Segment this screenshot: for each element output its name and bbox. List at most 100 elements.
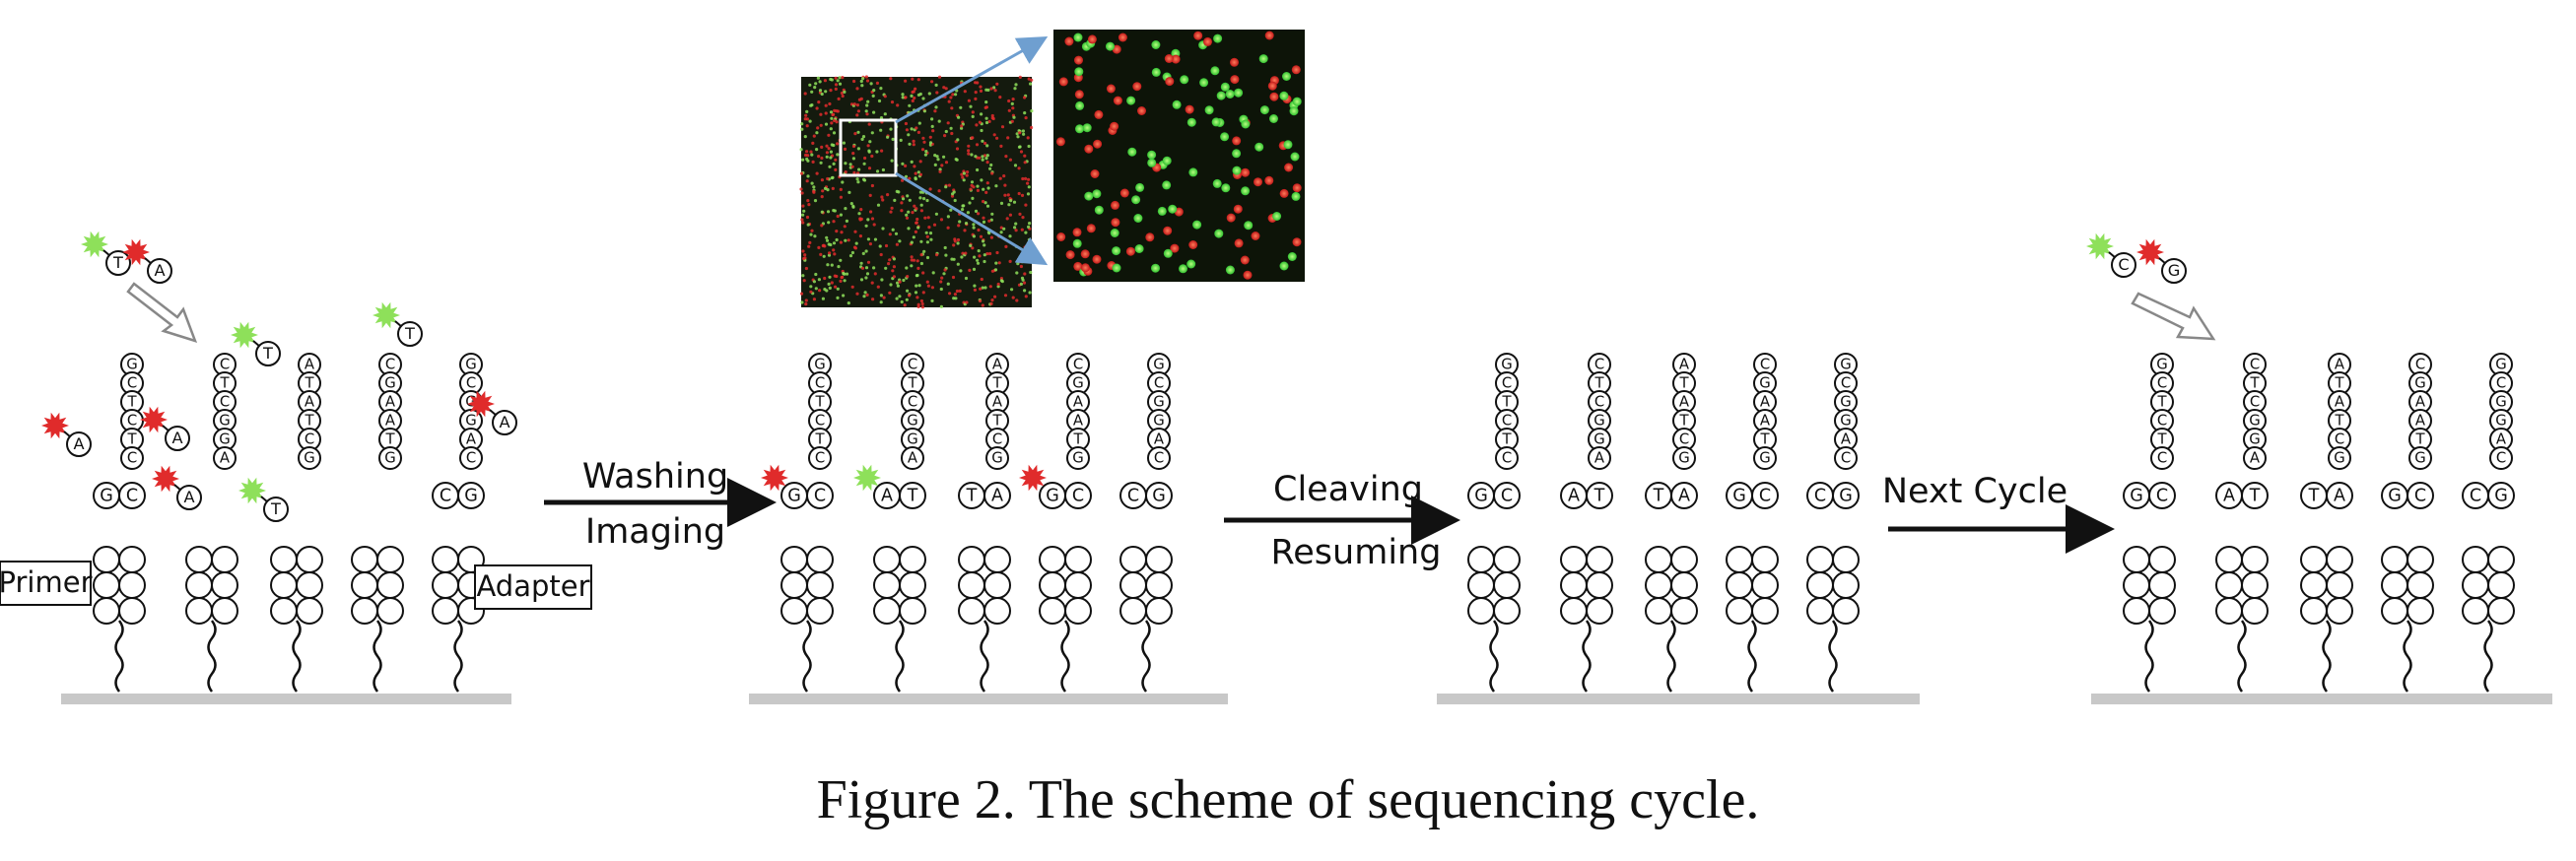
primer-base: C xyxy=(1119,482,1147,509)
dye-red-icon xyxy=(2136,238,2164,266)
linker-squiggle xyxy=(1489,620,1499,693)
fluorescence-spot xyxy=(828,251,832,255)
fluorescence-spot xyxy=(942,86,946,90)
base-letter: G xyxy=(1593,412,1605,430)
pair-base: G xyxy=(2487,482,2515,509)
fluorescence-spot xyxy=(915,296,919,299)
fluorescence-spot xyxy=(982,239,985,243)
template-base: A xyxy=(2243,446,2267,470)
surface-bar-4 xyxy=(2091,694,2552,704)
fluorescence-spot xyxy=(984,120,989,125)
base-letter: A xyxy=(466,430,477,448)
pair-base: G xyxy=(1832,482,1860,509)
fluorescence-spot xyxy=(799,187,803,191)
fluorescence-spot xyxy=(1002,174,1006,178)
fluorescence-spot xyxy=(934,105,938,109)
fluorescence-spot xyxy=(1003,294,1008,298)
base-letter: C xyxy=(1502,374,1512,392)
linker-squiggle xyxy=(802,620,812,693)
fluorescence-spot xyxy=(968,201,972,205)
fluorescence-spot xyxy=(840,91,845,96)
adapter-bead xyxy=(1645,597,1672,625)
fluorescence-spot xyxy=(830,121,834,125)
fluorescence-spot xyxy=(876,203,881,207)
adapter-bead xyxy=(1645,546,1672,573)
adapter-bead xyxy=(211,597,238,625)
base-letter: G xyxy=(1501,356,1513,373)
pair-base: C xyxy=(1751,482,1779,509)
adapter-bead xyxy=(1560,546,1588,573)
fluorescence-spot xyxy=(834,87,838,91)
dye-red-icon xyxy=(122,238,150,266)
base-letter: T xyxy=(2249,374,2260,392)
fluorescence-spot xyxy=(982,216,985,220)
fluorescence-spot xyxy=(829,89,833,93)
fluorescence-spot xyxy=(1241,119,1251,129)
base-letter: G xyxy=(1732,486,1746,505)
fluorescence-spot xyxy=(976,184,980,188)
adapter-bead xyxy=(2326,597,2353,625)
fluorescence-spot xyxy=(1074,67,1084,77)
step-cleaving-resuming: Cleaving Resuming xyxy=(1224,470,1460,572)
fluorescence-spot xyxy=(905,266,909,270)
fluorescence-spot xyxy=(988,285,992,289)
fluorescence-spot xyxy=(825,238,830,242)
fluorescence-spot xyxy=(800,300,804,304)
fluorescence-spot xyxy=(891,228,895,232)
fluorescence-spot xyxy=(1269,114,1278,123)
fluorescence-spot xyxy=(1021,176,1025,181)
base-letter: T xyxy=(1501,430,1512,448)
adapter-bead xyxy=(1832,571,1860,599)
fluorescence-spot xyxy=(813,199,818,203)
dye-green-icon xyxy=(238,477,266,504)
template-base: C xyxy=(2150,446,2174,470)
base-letter: G xyxy=(2249,430,2261,448)
fluorescence-spot xyxy=(915,217,919,222)
fluorescence-spot xyxy=(839,279,843,283)
fluorescence-spot xyxy=(976,261,981,265)
fluorescence-spot xyxy=(960,172,964,176)
adapter-bead xyxy=(2123,546,2150,573)
fluorescence-spot xyxy=(928,232,933,235)
base-letter: C xyxy=(2250,393,2260,411)
template-base: C xyxy=(2408,353,2432,376)
fluorescence-spot xyxy=(982,199,985,204)
figure-caption: Figure 2. The scheme of sequencing cycle… xyxy=(816,769,1760,830)
fluorescence-spot xyxy=(1019,282,1023,286)
template-base: T xyxy=(2328,371,2351,395)
fluorescence-spot xyxy=(805,157,809,162)
fluorescence-spot xyxy=(860,84,864,88)
adapter-bead xyxy=(2462,597,2489,625)
dye-green-icon xyxy=(231,321,258,349)
fluorescence-spot xyxy=(984,157,988,161)
base-letter: C xyxy=(1760,356,1770,373)
fluorescence-spot xyxy=(956,237,961,242)
pair-base: A xyxy=(983,482,1011,509)
adapter-bead xyxy=(780,597,808,625)
fluorescence-spot xyxy=(898,239,902,243)
fluorescence-spot xyxy=(966,211,971,215)
base-letter: A xyxy=(1760,412,1771,430)
adapter-bead xyxy=(2381,597,2408,625)
base-letter: C xyxy=(1594,356,1604,373)
fluorescence-spot xyxy=(933,109,937,113)
base-letter: G xyxy=(219,412,231,430)
fluorescence-spot xyxy=(1026,136,1030,140)
fluorescence-spot xyxy=(950,194,955,198)
base-letter: G xyxy=(465,356,477,373)
fluorescence-spot xyxy=(828,101,832,106)
fluorescence-spot xyxy=(1021,216,1025,220)
fluorescence-spot xyxy=(1233,204,1243,214)
fluorescence-spot xyxy=(1234,88,1244,98)
base-letter: A xyxy=(1073,393,1084,411)
fluorescence-spot xyxy=(971,246,975,250)
base-letter: A xyxy=(1594,449,1605,467)
primer-base: G xyxy=(1467,482,1495,509)
fluorescence-spot xyxy=(956,262,960,266)
fluorescence-spot xyxy=(974,91,978,95)
fluorescence-spot xyxy=(843,225,847,229)
fluorescence-spot xyxy=(980,178,983,182)
fluorescence-spot xyxy=(1055,137,1065,147)
fluorescence-spot xyxy=(1002,227,1006,231)
